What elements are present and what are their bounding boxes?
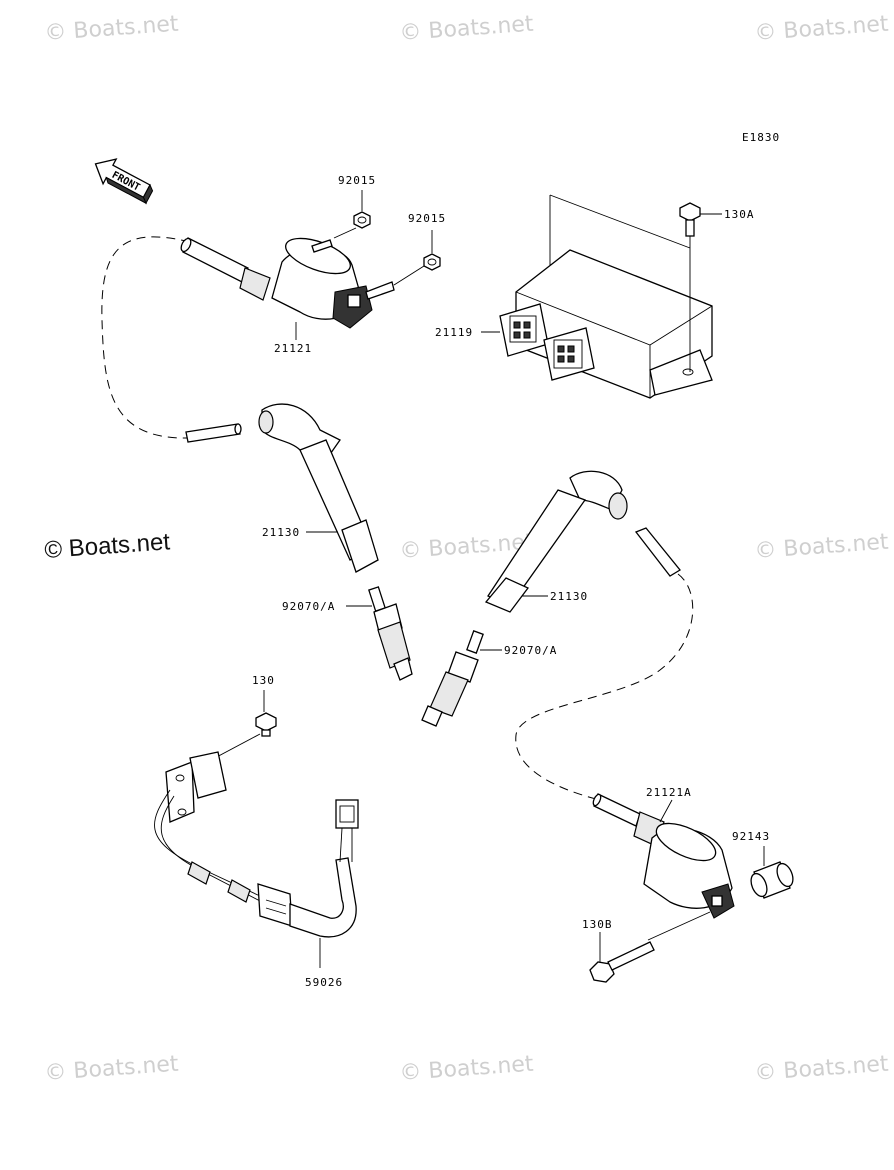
- watermark: © Boats.net: [44, 1052, 180, 1086]
- watermark-row-middle: © Boats.net © Boats.net © Boats.net: [44, 528, 890, 564]
- bolt-130B: [589, 932, 655, 983]
- watermark-main: © Boats.net: [44, 528, 172, 564]
- label-spark-plug-right: 92070/A: [504, 644, 557, 657]
- front-arrow-icon: FRONT: [94, 158, 154, 205]
- wiring-harness: [154, 690, 359, 968]
- label-cap-21130-left: 21130: [262, 526, 300, 539]
- plug-cap-right: [484, 470, 694, 801]
- nut-92015-b: [423, 230, 441, 271]
- ignition-coil-upper: [101, 227, 425, 439]
- igniter: [481, 194, 713, 399]
- label-bolt-130B: 130B: [582, 918, 613, 931]
- label-ignition-coil-21121A: 21121A: [646, 786, 692, 799]
- label-harness-59026: 59026: [305, 976, 343, 989]
- ignition-coil-lower: [592, 793, 735, 941]
- label-bolt-130: 130: [252, 674, 275, 687]
- label-bolt-130A: 130A: [724, 208, 755, 221]
- watermark: © Boats.net: [44, 12, 180, 46]
- collar-92143: [750, 846, 794, 899]
- label-cap-21130-right: 21130: [550, 590, 588, 603]
- wire-path-upper: [101, 236, 191, 439]
- label-nut-92015-a: 92015: [338, 174, 376, 187]
- diagram-code: E1830: [742, 131, 780, 144]
- watermark: © Boats.net: [399, 12, 535, 46]
- bolt-130A: [679, 202, 722, 372]
- spark-plug-left: [346, 586, 413, 681]
- wire-path-lower: [515, 573, 694, 801]
- watermark-row-top: © Boats.net © Boats.net © Boats.net: [44, 12, 890, 46]
- spark-plug-right: [421, 630, 502, 727]
- plug-cap-left: [185, 403, 379, 573]
- label-collar-92143: 92143: [732, 830, 770, 843]
- label-nut-92015-b: 92015: [408, 212, 446, 225]
- watermark-row-bottom: © Boats.net © Boats.net © Boats.net: [44, 1052, 890, 1086]
- label-igniter-21119: 21119: [435, 326, 473, 339]
- nut-92015-a: [353, 190, 371, 229]
- watermark: © Boats.net: [754, 530, 890, 564]
- watermark: © Boats.net: [399, 1052, 535, 1086]
- watermark: © Boats.net: [754, 1052, 890, 1086]
- watermark: © Boats.net: [754, 12, 890, 46]
- label-ignition-coil-21121: 21121: [274, 342, 312, 355]
- label-spark-plug-left: 92070/A: [282, 600, 335, 613]
